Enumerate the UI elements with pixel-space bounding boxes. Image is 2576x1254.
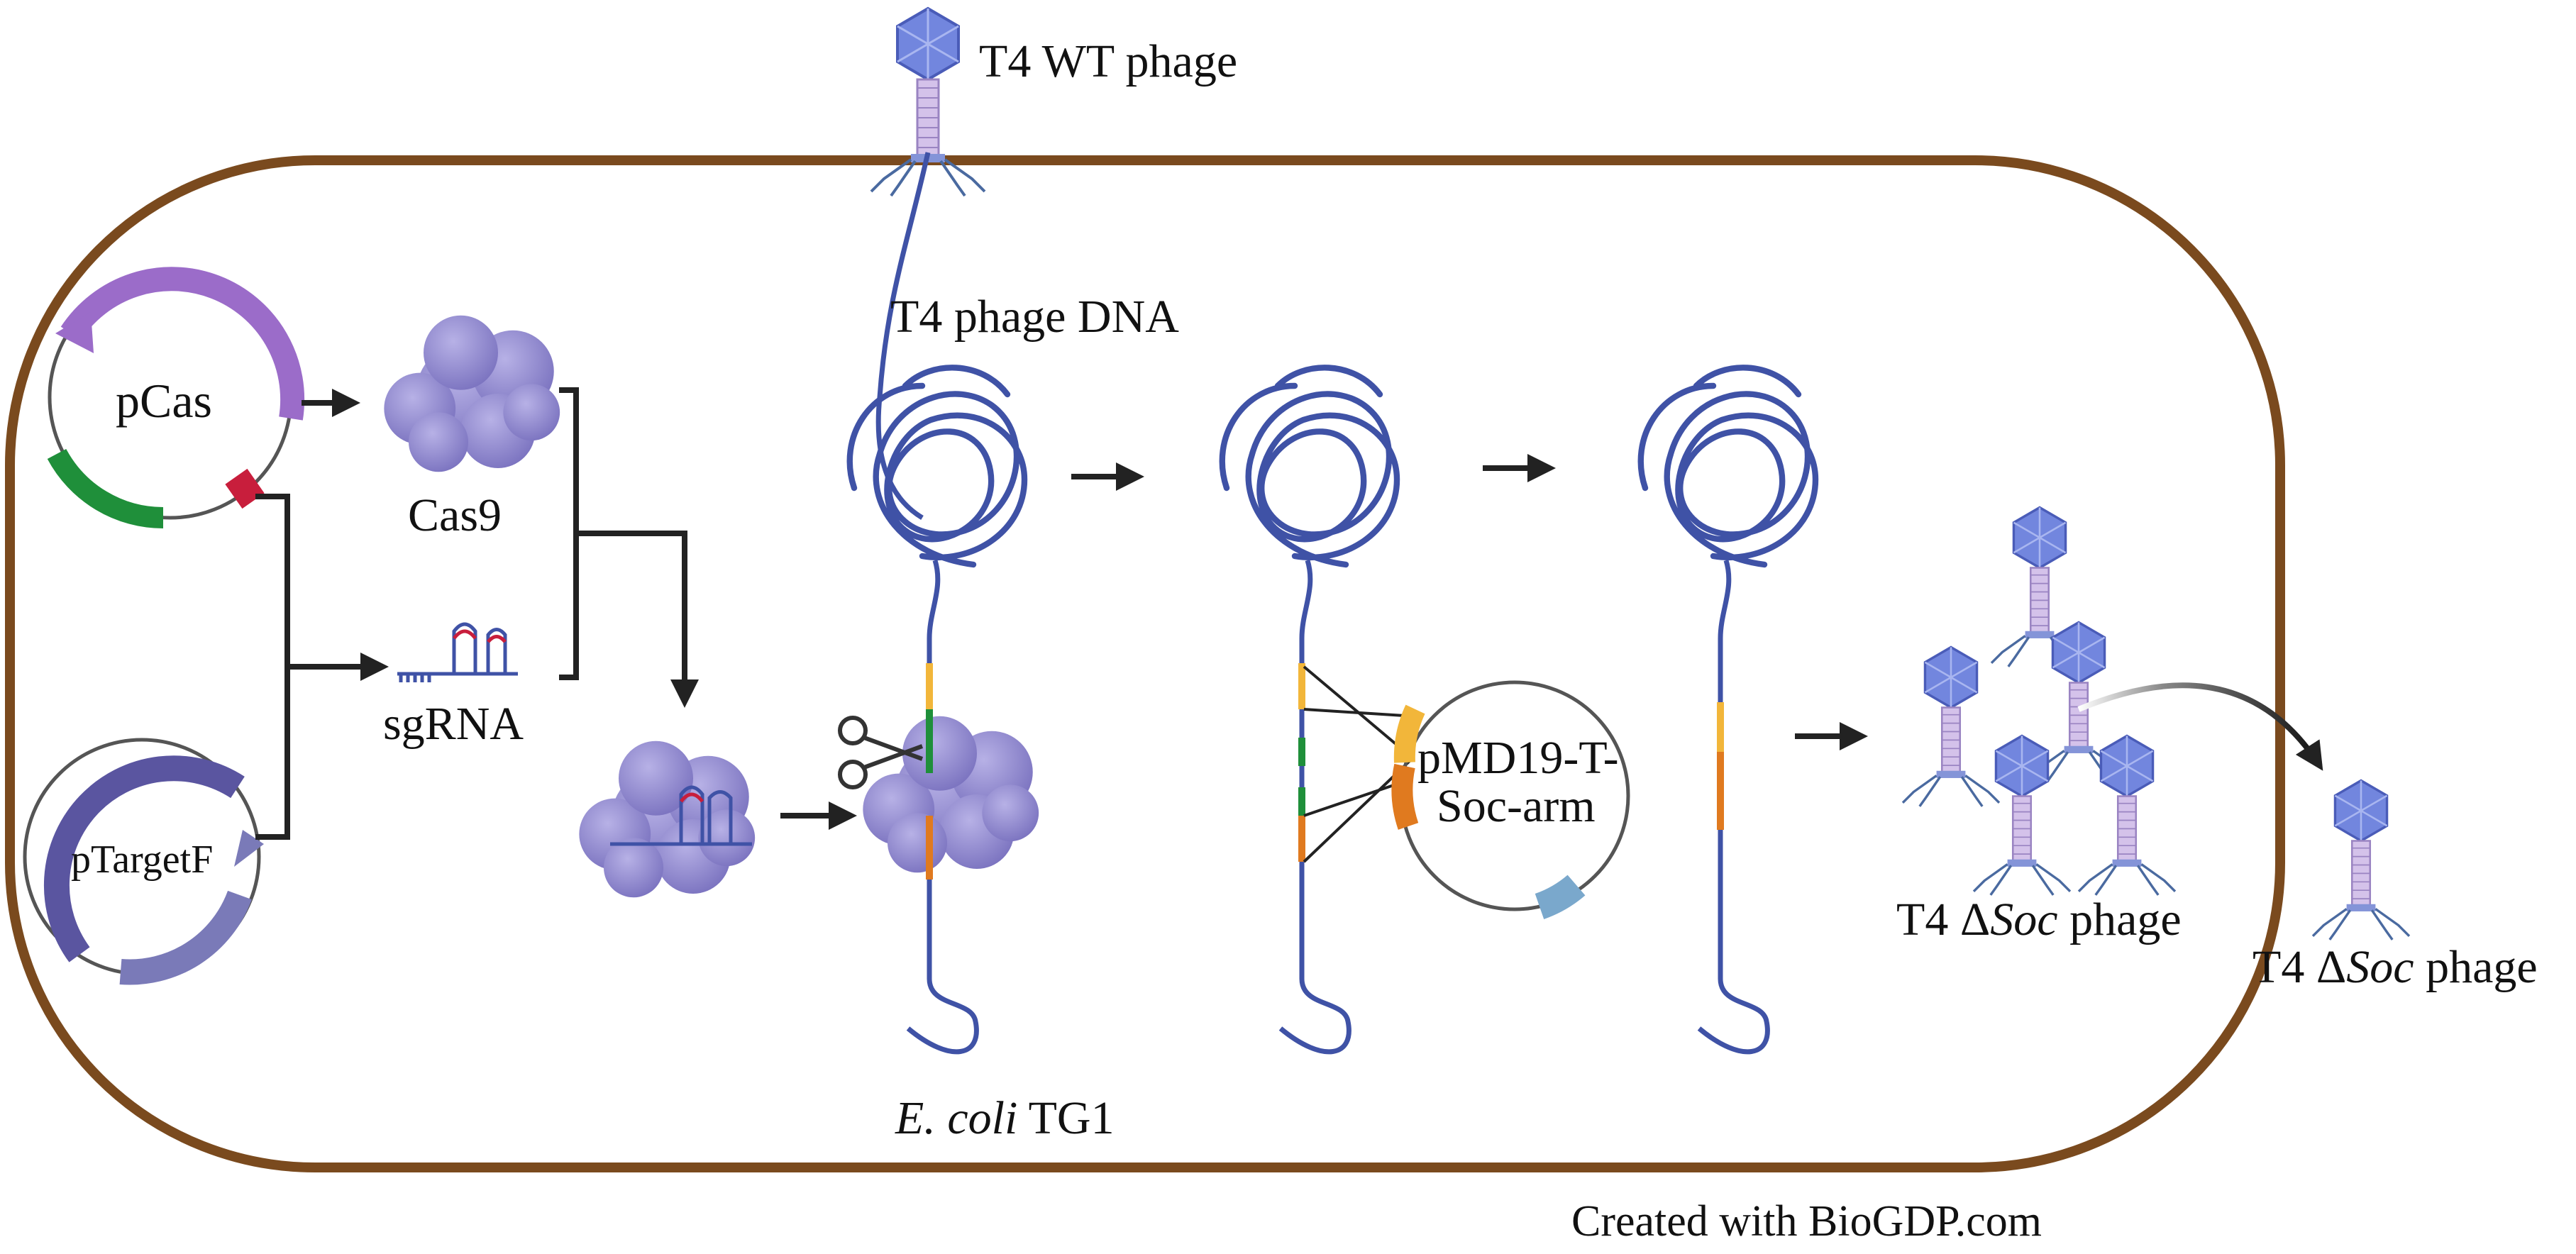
release-arrow (2077, 682, 2323, 771)
pcas-label: pCas (116, 374, 212, 428)
pmd19-plasmid (1391, 680, 1630, 919)
t4-wt-phage-icon (870, 7, 986, 197)
dna-strand-stage2 (1278, 559, 1351, 1055)
t4-dsoc-phage-label-inside: T4 ΔSoc phage (1896, 894, 2182, 945)
pmd19-label-line1: pMD19-T- (1417, 732, 1619, 784)
ptargetf-plasmid (23, 738, 264, 985)
complex-sgrna-icon (610, 785, 752, 846)
scissors-icon (838, 716, 924, 789)
dna-coil-stage1 (850, 367, 1024, 565)
pcas-plasmid (47, 267, 305, 528)
dna-strand-stage1 (906, 559, 979, 1055)
cas9-protein-icon (384, 315, 560, 472)
ptargetf-label: pTargetF (71, 838, 213, 882)
injected-dna-strand (875, 152, 931, 520)
sgrna-icon (397, 622, 518, 682)
dna-strand-stage3 (1697, 559, 1770, 1055)
complex-connector (559, 387, 699, 708)
progeny-phage-3-icon (1901, 645, 2001, 808)
cas9-sgrna-complex-icon (579, 740, 756, 898)
t4-dsoc-phage-label-outside: T4 ΔSoc phage (2252, 941, 2538, 993)
credit-text: Created with BioGDP.com (1571, 1197, 2042, 1245)
sgrna-label: sgRNA (383, 698, 524, 750)
t4-phage-dna-label: T4 phage DNA (890, 291, 1179, 343)
ecoli-tg1-label: E. coli TG1 (895, 1092, 1115, 1144)
plasmid-connectors (255, 389, 389, 840)
dna-coil-stage3 (1641, 367, 1815, 565)
released-phage-icon (2311, 779, 2411, 941)
cas9-label: Cas9 (408, 489, 502, 541)
cell-boundary (5, 155, 2285, 1172)
progeny-phage-4-icon (1972, 734, 2072, 897)
pmd19-label-line2: Soc-arm (1437, 780, 1596, 832)
t4-wt-phage-label: T4 WT phage (979, 35, 1237, 87)
dna-coil-stage2 (1222, 367, 1397, 565)
cas9-cutting-complex-icon (863, 716, 1039, 873)
progeny-phage-5-icon (2077, 734, 2177, 897)
crossover-lines (1303, 665, 1416, 863)
